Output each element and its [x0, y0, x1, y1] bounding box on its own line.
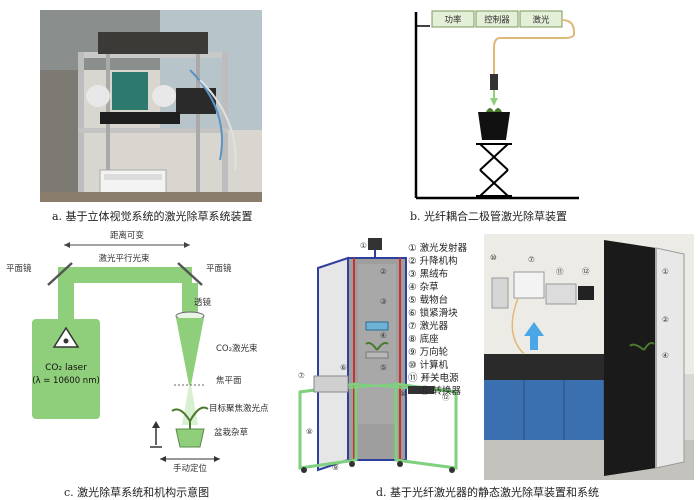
panel-c: 距离可变 激光平行光束 平面镜 平面镜 透镜 CO₂激光束 焦平面 目标聚焦激光…: [4, 225, 304, 481]
controller-box: [475, 10, 519, 28]
controller-label: 控制器: [484, 15, 510, 26]
panel-c-diagram: 距离可变 激光平行光束 平面镜 平面镜 透镜 CO₂激光束 焦平面 目标聚焦激光…: [6, 230, 269, 474]
lens-label: 透镜: [194, 297, 212, 308]
legend-item: ① 激光发射器: [408, 243, 468, 254]
diagram-marker-5: ⑤: [380, 363, 387, 372]
diagram-marker-6: ⑥: [340, 363, 347, 372]
panel-a-photo: [40, 10, 262, 202]
panel-d-photo: ⑩ ⑦ ⑪ ⑫ ① ② ④: [484, 234, 694, 480]
laser-label: 激光: [532, 15, 550, 26]
panel-c-caption: c. 激光除草系统和机构示意图: [64, 486, 210, 499]
photo-marker-4: ④: [662, 351, 669, 360]
co2-laser-wavelength: (λ = 10600 nm): [32, 376, 100, 386]
legend-item: ⑧ 底座: [408, 334, 439, 345]
diagram-marker-11: ⑪: [422, 373, 430, 382]
diagram-marker-4: ④: [380, 331, 387, 340]
power-label: 功率: [444, 15, 462, 26]
distance-label: 距离可变: [110, 230, 145, 241]
diagram-marker-1: ①: [360, 241, 367, 250]
legend-item: ⑤ 载物台: [408, 295, 449, 306]
co2-laser-name: CO₂ laser: [45, 363, 87, 373]
legend-item: ⑦ 激光器: [408, 321, 449, 332]
weed-pot: [175, 428, 205, 448]
legend-item: ② 升降机构: [408, 256, 458, 267]
photo-marker-7: ⑦: [528, 255, 535, 264]
legend-item: ③ 黑绒布: [408, 269, 449, 280]
focal-plane-label: 焦平面: [216, 375, 242, 386]
legend-item: ⑫ 转换器: [420, 386, 462, 397]
panel-d-diagram: ① ② ③ ④ ⑤ ⑥ ⑦ ⑧ ⑨ ⑩ ⑪ ⑫: [296, 234, 466, 478]
beam-label: 激光平行光束: [98, 253, 150, 264]
panel-a-caption: a. 基于立体视觉系统的激光除草系统装置: [52, 210, 253, 223]
panel-b: 功率 控制器 激光: [404, 8, 588, 202]
panel-a: [40, 10, 262, 202]
laser-warning-icon: [52, 326, 80, 348]
legend-item: ⑩ 计算机: [408, 360, 449, 371]
photo-marker-12: ⑫: [582, 267, 590, 276]
panel-b-caption: b. 光纤耦合二极管激光除草装置: [410, 210, 568, 223]
power-box: [431, 10, 475, 28]
legend-item: ⑥ 锁紧滑块: [408, 308, 458, 319]
diagram-marker-10: ⑩: [400, 389, 407, 398]
photo-marker-11: ⑪: [556, 267, 564, 276]
panel-b-diagram: 功率 控制器 激光: [414, 10, 579, 200]
photo-marker-1: ①: [662, 267, 669, 276]
legend-item: ⑨ 万向轮: [408, 347, 449, 358]
legend-item: ④ 杂草: [408, 282, 439, 293]
diagram-marker-12: ⑫: [442, 393, 450, 402]
co2-laser-box: [32, 319, 100, 419]
target-label: 目标聚焦激光点: [209, 403, 269, 414]
co2-beam-label: CO₂激光束: [216, 343, 258, 354]
diagram-marker-3: ③: [380, 297, 387, 306]
positioning-label: 手动定位: [173, 463, 208, 474]
diagram-marker-2: ②: [380, 267, 387, 276]
photo-marker-2: ②: [662, 315, 669, 324]
mirror-right: [177, 262, 203, 286]
diagram-marker-7: ⑦: [298, 371, 305, 380]
diagram-marker-8: ⑧: [306, 427, 313, 436]
legend-item: ⑪ 开关电源: [408, 373, 459, 384]
panel-d-caption: d. 基于光纤激光器的静态激光除草装置和系统: [376, 486, 600, 499]
mirror-right-label: 平面镜: [206, 263, 232, 274]
diagram-marker-9: ⑨: [332, 463, 339, 472]
mirror-left: [47, 262, 73, 286]
mirror-left-label: 平面镜: [6, 263, 32, 274]
weed-label: 盆栽杂草: [214, 427, 249, 438]
photo-marker-10: ⑩: [490, 253, 497, 262]
